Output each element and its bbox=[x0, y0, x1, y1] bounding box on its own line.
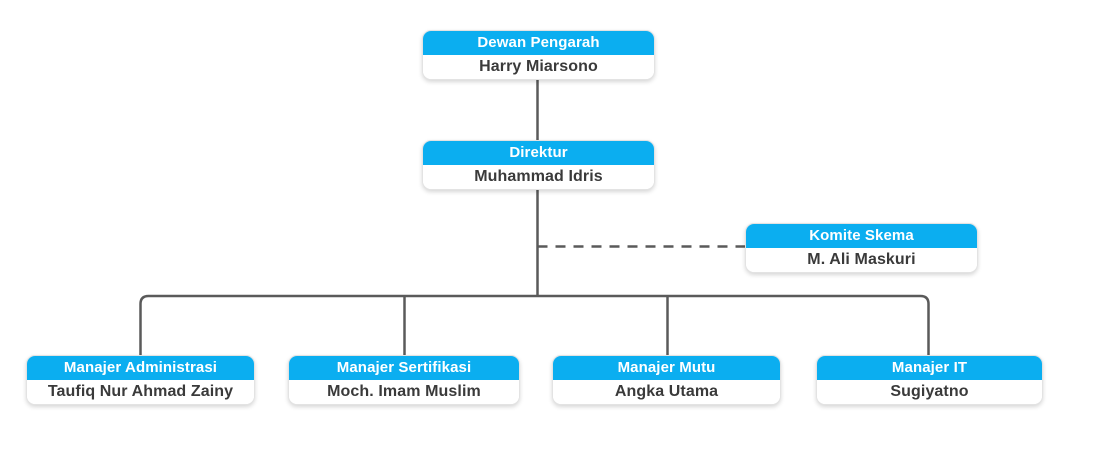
node-manajer-mutu[interactable]: Manajer Mutu Angka Utama bbox=[552, 355, 781, 405]
node-komite-skema[interactable]: Komite Skema M. Ali Maskuri bbox=[745, 223, 978, 273]
node-person-label: M. Ali Maskuri bbox=[746, 248, 977, 272]
node-person-label: Sugiyatno bbox=[817, 380, 1042, 404]
node-person-label: Taufiq Nur Ahmad Zainy bbox=[27, 380, 254, 404]
node-role-label: Direktur bbox=[423, 141, 654, 165]
node-person-label: Moch. Imam Muslim bbox=[289, 380, 519, 404]
node-manajer-it[interactable]: Manajer IT Sugiyatno bbox=[816, 355, 1043, 405]
node-role-label: Manajer Sertifikasi bbox=[289, 356, 519, 380]
node-manajer-sertifikasi[interactable]: Manajer Sertifikasi Moch. Imam Muslim bbox=[288, 355, 520, 405]
node-person-label: Angka Utama bbox=[553, 380, 780, 404]
node-dewan-pengarah[interactable]: Dewan Pengarah Harry Miarsono bbox=[422, 30, 655, 80]
node-role-label: Manajer Administrasi bbox=[27, 356, 254, 380]
edge-manager-bus bbox=[139, 294, 930, 355]
node-role-label: Manajer IT bbox=[817, 356, 1042, 380]
node-person-label: Muhammad Idris bbox=[423, 165, 654, 189]
node-direktur[interactable]: Direktur Muhammad Idris bbox=[422, 140, 655, 190]
node-role-label: Manajer Mutu bbox=[553, 356, 780, 380]
node-person-label: Harry Miarsono bbox=[423, 55, 654, 79]
node-manajer-administrasi[interactable]: Manajer Administrasi Taufiq Nur Ahmad Za… bbox=[26, 355, 255, 405]
node-role-label: Komite Skema bbox=[746, 224, 977, 248]
node-role-label: Dewan Pengarah bbox=[423, 31, 654, 55]
